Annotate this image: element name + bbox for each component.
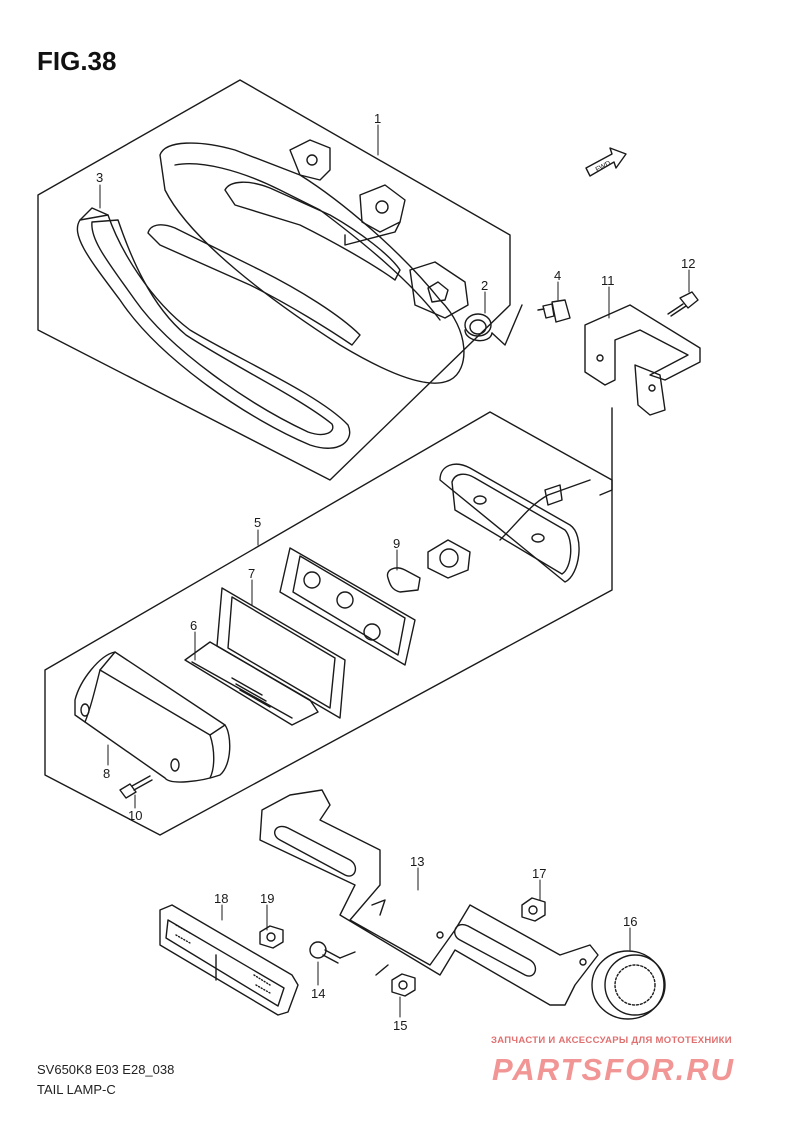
callout-3: 3 (96, 170, 103, 185)
bolt-14 (309, 941, 356, 964)
callout-18: 18 (214, 891, 228, 906)
watermark-site: PARTSFOR.RU (492, 1052, 736, 1087)
tail-lamp-body (147, 139, 469, 384)
callout-8: 8 (103, 766, 110, 781)
gasket-plate (216, 587, 346, 719)
leader-lines (99, 124, 690, 1018)
nut-15 (375, 964, 416, 997)
callout-5: 5 (254, 515, 261, 530)
reflector-insert (184, 641, 319, 726)
callout-9: 9 (393, 536, 400, 551)
callout-7: 7 (248, 566, 255, 581)
screw-4 (537, 299, 571, 323)
figure-name: TAIL LAMP-C (37, 1082, 116, 1097)
screw-12 (667, 291, 699, 317)
upper-assembly-frame (37, 79, 511, 481)
callout-16: 16 (623, 914, 637, 929)
figure-title: FIG.38 (37, 46, 117, 76)
tail-lamp-lens (74, 651, 231, 783)
callout-14: 14 (311, 986, 325, 1001)
round-reflector (591, 950, 666, 1020)
nut-17 (521, 897, 546, 922)
callout-19: 19 (260, 891, 274, 906)
callout-17: 17 (532, 866, 546, 881)
callout-13: 13 (410, 854, 424, 869)
callout-11: 11 (601, 273, 615, 288)
callout-15: 15 (393, 1018, 407, 1033)
grommet (464, 304, 523, 346)
figure-code: SV650K8 E03 E28_038 (37, 1062, 175, 1077)
callout-1: 1 (374, 111, 381, 126)
lower-assembly-frame (44, 411, 613, 836)
license-bracket (259, 789, 599, 1006)
forward-arrow-icon: FWD (585, 147, 627, 177)
callout-4: 4 (554, 268, 561, 283)
gasket-seal (76, 207, 351, 449)
lamp-frame (279, 547, 416, 666)
callout-10: 10 (128, 808, 142, 823)
callout-12: 12 (681, 256, 695, 271)
callout-2: 2 (481, 278, 488, 293)
watermark-tagline: ЗАПЧАСТИ И АКСЕССУАРЫ ДЛЯ МОТОТЕХНИКИ (491, 1035, 732, 1046)
nut-19 (259, 925, 284, 949)
callout-numbers: 1 2 3 4 5 6 7 8 9 10 11 12 13 14 15 16 1… (96, 111, 695, 1033)
rear-reflector (159, 904, 299, 1016)
lamp-socket-housing (439, 463, 591, 583)
bracket (584, 304, 701, 416)
bulb (386, 539, 471, 593)
screw-10 (119, 775, 153, 799)
callout-6: 6 (190, 618, 197, 633)
